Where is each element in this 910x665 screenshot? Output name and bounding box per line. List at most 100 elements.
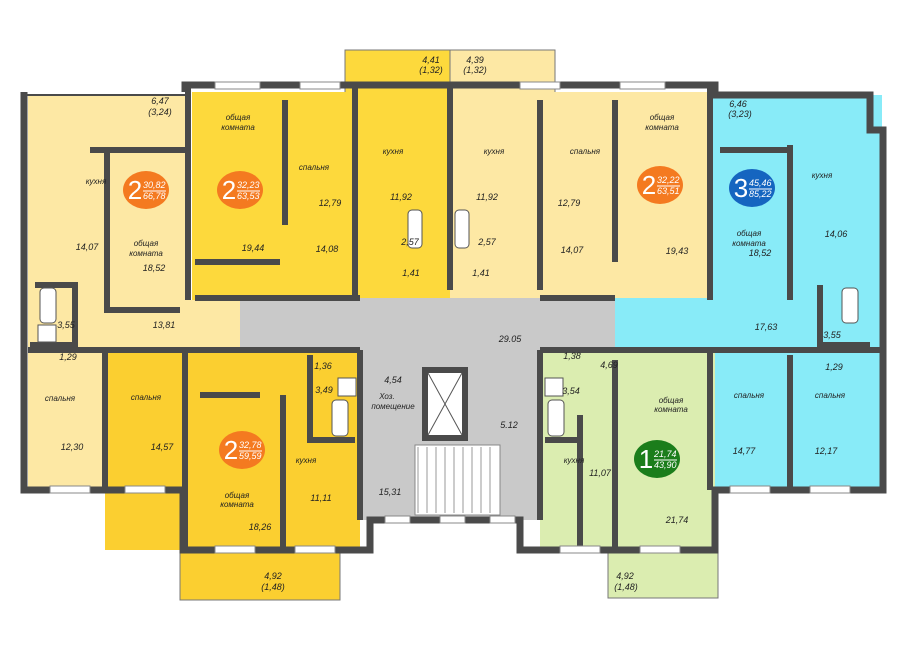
room-label: кухня bbox=[383, 147, 404, 156]
room-label: комната bbox=[645, 123, 679, 132]
storage-area: 4,54 bbox=[384, 375, 402, 385]
balcony-area: 4,92 bbox=[264, 571, 282, 581]
badge-circle bbox=[637, 166, 683, 204]
room-area: 14,57 bbox=[151, 442, 175, 452]
room-area: 3,54 bbox=[562, 386, 580, 396]
balcony-area: 4,92 bbox=[616, 571, 634, 581]
balcony-reduced-area: (1,32) bbox=[463, 65, 487, 75]
room-label: спальня bbox=[570, 147, 601, 156]
room-label: общая bbox=[737, 229, 762, 238]
balcony-reduced-area: (1,48) bbox=[261, 582, 285, 592]
badge-room-count: 2 bbox=[128, 175, 142, 205]
badge-living-area: 30,82 bbox=[143, 180, 166, 190]
room-area: 14,06 bbox=[825, 229, 848, 239]
room-label: комната bbox=[220, 500, 254, 509]
room-label: комната bbox=[129, 249, 163, 258]
room-area: 14,07 bbox=[561, 245, 585, 255]
balcony-reduced-area: (1,48) bbox=[614, 582, 638, 592]
badge-circle bbox=[123, 171, 169, 209]
badge-circle bbox=[729, 169, 775, 207]
room-label: спальня bbox=[734, 391, 765, 400]
lobby-area: 5.12 bbox=[500, 420, 518, 430]
badge-living-area: 32,23 bbox=[237, 180, 260, 190]
room-area: 21,74 bbox=[665, 515, 689, 525]
room-area: 12,30 bbox=[61, 442, 84, 452]
room-area: 3,49 bbox=[315, 385, 333, 395]
stair-area: 15,31 bbox=[379, 487, 402, 497]
room-area: 14,07 bbox=[76, 242, 100, 252]
balcony-reduced-area: (1,32) bbox=[419, 65, 443, 75]
room-area: 19,44 bbox=[242, 243, 265, 253]
badge-circle bbox=[634, 440, 680, 478]
balcony-area: 4,39 bbox=[466, 55, 484, 65]
room-label: спальня bbox=[299, 163, 330, 172]
room-area: 1,29 bbox=[59, 352, 77, 362]
badge-total-area: 66,78 bbox=[143, 191, 166, 201]
room-area: 1,41 bbox=[472, 268, 490, 278]
room-area: 1,41 bbox=[402, 268, 420, 278]
room-area: 1,36 bbox=[314, 361, 332, 371]
balcony-bottom-left bbox=[179, 549, 341, 601]
badge-room-count: 2 bbox=[222, 175, 236, 205]
room-area: 12,79 bbox=[319, 198, 342, 208]
apartment-bottom-right[interactable] bbox=[540, 350, 715, 550]
room-area: 2,57 bbox=[400, 237, 420, 247]
balcony-area: 6,46 bbox=[729, 99, 747, 109]
room-label: общая bbox=[226, 113, 251, 122]
room-area: 1,38 bbox=[563, 351, 581, 361]
room-label: общая bbox=[659, 396, 684, 405]
balcony-bottom-right bbox=[607, 549, 719, 599]
badge-circle bbox=[219, 431, 265, 469]
elevator-shaft bbox=[422, 367, 468, 441]
room-area: 11,07 bbox=[589, 468, 612, 478]
room-area: 14,77 bbox=[733, 446, 757, 456]
room-label: помещение bbox=[371, 402, 415, 411]
room-label: общая bbox=[225, 491, 250, 500]
room-area: 11,92 bbox=[476, 192, 498, 202]
room-area: 3,55 bbox=[57, 320, 76, 330]
room-label: комната bbox=[654, 405, 688, 414]
bathroom-fixtures bbox=[37, 209, 859, 437]
balcony-area: 4,41 bbox=[422, 55, 440, 65]
room-area: 11,92 bbox=[390, 192, 412, 202]
room-label: Хоз. bbox=[378, 392, 394, 401]
badge-total-area: 85,22 bbox=[749, 189, 772, 199]
room-label: кухня bbox=[484, 147, 505, 156]
walls bbox=[20, 81, 887, 554]
room-area: 4,69 bbox=[600, 360, 618, 370]
room-area: 2,57 bbox=[477, 237, 497, 247]
room-area: 18,26 bbox=[249, 522, 272, 532]
badge-total-area: 63,51 bbox=[657, 186, 680, 196]
room-label: кухня bbox=[812, 171, 833, 180]
corridor-area: 29.05 bbox=[498, 334, 523, 344]
room-area: 14,08 bbox=[316, 244, 339, 254]
badge-total-area: 43,90 bbox=[654, 460, 677, 470]
room-label: общая bbox=[134, 239, 159, 248]
room-area: 11,11 bbox=[310, 493, 331, 503]
badge-circle bbox=[217, 171, 263, 209]
badge-living-area: 21,74 bbox=[653, 449, 677, 459]
room-area: 17,63 bbox=[755, 322, 778, 332]
balcony-area: 6,47 bbox=[151, 96, 170, 106]
room-area: 1,29 bbox=[825, 362, 843, 372]
room-area: 18,52 bbox=[749, 248, 772, 258]
badge-total-area: 63,53 bbox=[237, 191, 260, 201]
balcony-reduced-area: (3,23) bbox=[728, 109, 752, 119]
room-label: кухня bbox=[86, 177, 107, 186]
room-area: 12,17 bbox=[815, 446, 839, 456]
room-label: кухня bbox=[564, 456, 585, 465]
room-area: 3,55 bbox=[823, 330, 842, 340]
room-label: спальня bbox=[815, 391, 846, 400]
badge-living-area: 32,22 bbox=[657, 175, 680, 185]
room-label: комната bbox=[732, 239, 766, 248]
room-label: общая bbox=[650, 113, 675, 122]
